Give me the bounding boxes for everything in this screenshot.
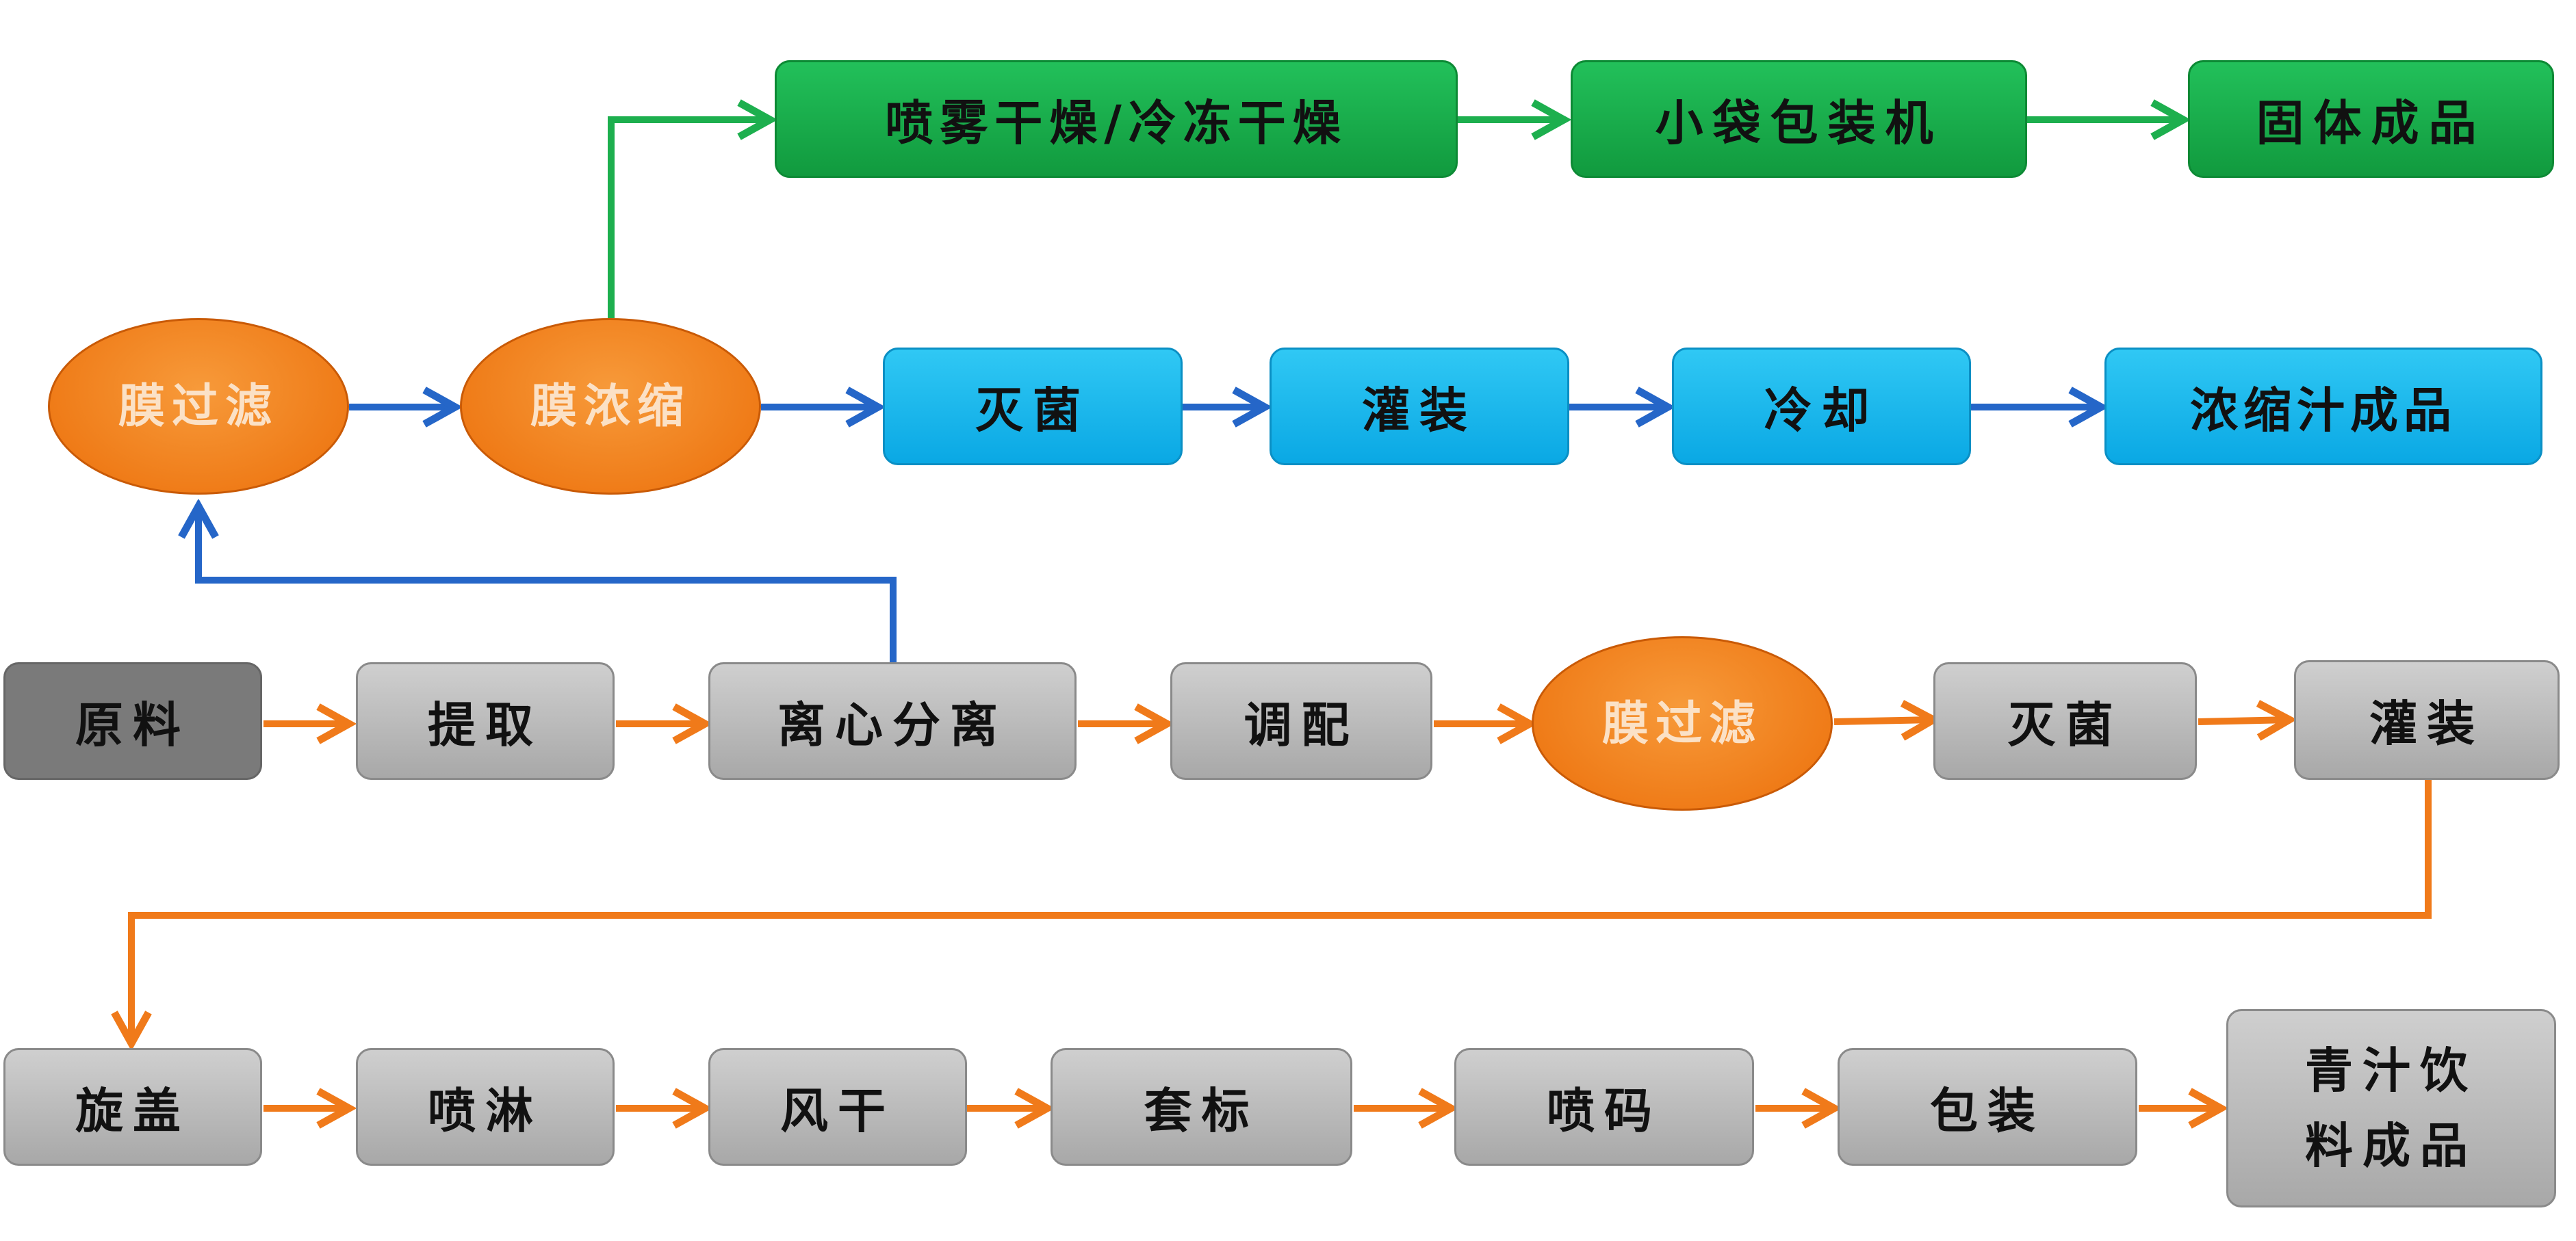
node-solid-product: 固体成品 xyxy=(2188,60,2554,178)
node-spray-freeze-dry-label: 喷雾干燥/冷冻干燥 xyxy=(885,94,1348,151)
node-filling-main-label: 灌装 xyxy=(2369,695,2484,752)
arrow-centrifuge-to-top-filter xyxy=(198,506,897,694)
node-sterilize-conc-label: 灭菌 xyxy=(975,381,1090,439)
node-sachet-machine: 小袋包装机 xyxy=(1571,60,2027,178)
node-filling-main: 灌装 xyxy=(2294,660,2560,780)
node-sachet-machine-label: 小袋包装机 xyxy=(1655,94,1943,151)
node-raw-material-label: 原料 xyxy=(75,696,190,753)
node-air-dry-label: 风干 xyxy=(780,1082,895,1139)
node-capping: 旋盖 xyxy=(3,1048,262,1166)
node-membrane-filter-top: 膜过滤 xyxy=(48,318,349,495)
node-extraction-label: 提取 xyxy=(428,696,543,753)
node-centrifuge-label: 离心分离 xyxy=(777,696,1007,753)
node-labeling: 套标 xyxy=(1051,1048,1352,1166)
node-membrane-filter-main: 膜过滤 xyxy=(1532,636,1833,811)
node-capping-label: 旋盖 xyxy=(75,1082,190,1139)
node-packaging: 包装 xyxy=(1838,1048,2137,1166)
node-cooling: 冷却 xyxy=(1672,348,1971,465)
node-membrane-concentrate-label: 膜浓缩 xyxy=(530,379,691,434)
node-spraying-label: 喷淋 xyxy=(428,1082,543,1139)
node-code-printing-label: 喷码 xyxy=(1547,1082,1662,1139)
node-membrane-concentrate: 膜浓缩 xyxy=(460,318,761,495)
node-concentrate-product: 浓缩汁成品 xyxy=(2104,348,2542,465)
node-blending: 调配 xyxy=(1170,662,1432,780)
node-blending-label: 调配 xyxy=(1244,696,1359,753)
node-extraction: 提取 xyxy=(356,662,615,780)
node-sterilize-main-label: 灭菌 xyxy=(2007,696,2123,753)
arrow-filling-to-capping xyxy=(131,780,2432,1043)
node-labeling-label: 套标 xyxy=(1144,1082,1259,1139)
node-raw-material: 原料 xyxy=(3,662,262,780)
node-spray-freeze-dry: 喷雾干燥/冷冻干燥 xyxy=(775,60,1458,178)
node-packaging-label: 包装 xyxy=(1930,1082,2045,1139)
node-centrifuge: 离心分离 xyxy=(708,662,1077,780)
node-code-printing: 喷码 xyxy=(1454,1048,1754,1166)
node-membrane-filter-top-label: 膜过滤 xyxy=(118,379,279,434)
node-membrane-filter-main-label: 膜过滤 xyxy=(1601,696,1762,751)
node-filling-conc-label: 灌装 xyxy=(1362,381,1477,439)
node-spraying: 喷淋 xyxy=(356,1048,615,1166)
node-air-dry: 风干 xyxy=(708,1048,967,1166)
node-concentrate-product-label: 浓缩汁成品 xyxy=(2190,381,2457,439)
node-cooling-label: 冷却 xyxy=(1764,381,1879,439)
arrow-concentrate-to-dry xyxy=(608,120,770,318)
node-sterilize-main: 灭菌 xyxy=(1933,662,2197,780)
node-juice-product-label: 青汁饮料成品 xyxy=(2305,1042,2477,1174)
arrow-sterilize-to-filling xyxy=(2198,720,2289,722)
node-filling-conc: 灌装 xyxy=(1270,348,1569,465)
arrow-filter-to-sterilize xyxy=(1833,720,1933,722)
node-sterilize-conc: 灭菌 xyxy=(883,348,1183,465)
node-solid-product-label: 固体成品 xyxy=(2256,94,2486,151)
node-juice-product: 青汁饮料成品 xyxy=(2226,1009,2556,1207)
